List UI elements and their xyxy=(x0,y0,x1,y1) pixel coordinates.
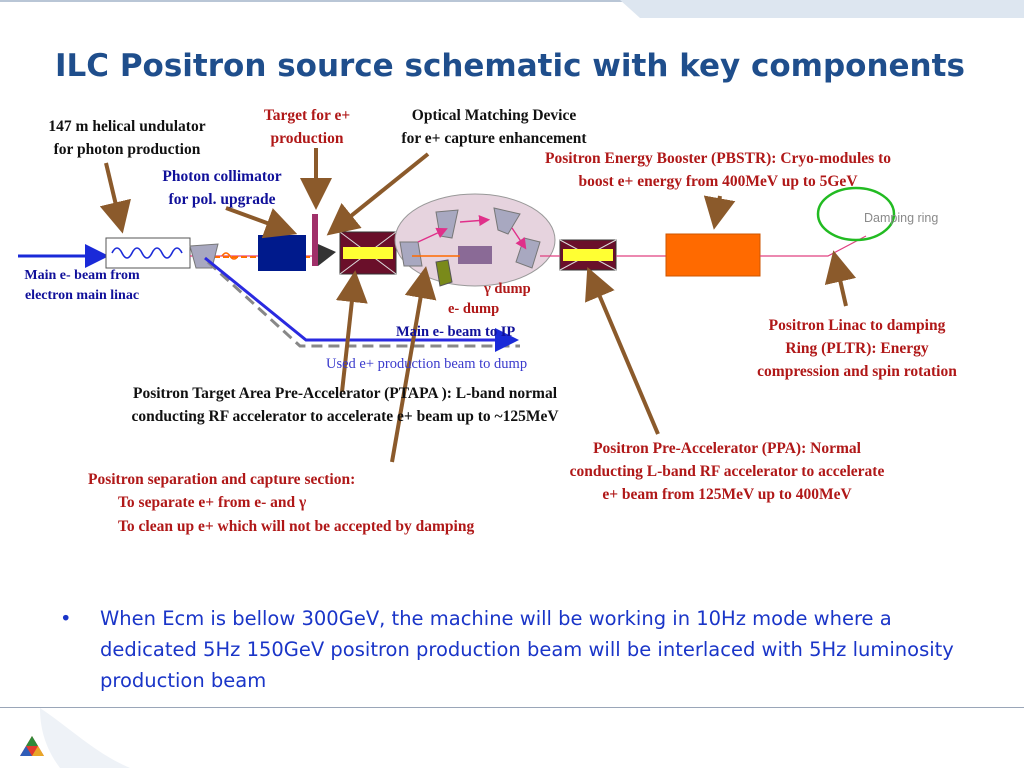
photon-collimator xyxy=(258,235,306,271)
undulator xyxy=(105,237,191,269)
label-main-beam-ip: Main e- beam to IP xyxy=(396,324,516,340)
bullet-dot-icon: • xyxy=(60,607,72,630)
label-main-beam-in: Main e- beam from electron main linac xyxy=(24,268,140,303)
main-beam-ip-line xyxy=(204,256,519,352)
label-omd: Optical Matching Device for e+ capture e… xyxy=(401,107,587,147)
target xyxy=(312,214,318,266)
label-e-dump: e- dump xyxy=(448,301,500,317)
omd-box xyxy=(339,231,397,275)
label-damping-ring: Damping ring xyxy=(864,211,939,225)
bullet-text: When Ecm is bellow 300GeV, the machine w… xyxy=(100,607,954,692)
gamma-dump-block xyxy=(458,246,492,264)
label-pbstr: Positron Energy Booster (PBSTR): Cryo-mo… xyxy=(544,150,891,190)
e-dump-block xyxy=(435,259,453,287)
ppa-box xyxy=(559,239,617,271)
footer-divider xyxy=(0,707,1024,708)
logo-icon xyxy=(20,736,44,756)
label-separation-line2: To clean up e+ which will not be accepte… xyxy=(118,518,475,535)
footer-band xyxy=(20,708,130,768)
capture-magnet-3 xyxy=(493,207,521,235)
damping-ring-circle xyxy=(816,186,896,242)
label-ppa: Positron Pre-Accelerator (PPA): Normal c… xyxy=(569,440,885,503)
target-wedge xyxy=(318,244,336,266)
label-collimator: Photon collimator for pol. upgrade xyxy=(162,168,282,208)
label-used-beam: Used e+ production beam to dump xyxy=(326,356,528,372)
label-undulator: 147 m helical undulator for photon produ… xyxy=(48,118,206,158)
label-separation-line1: To separate e+ from e- and γ xyxy=(118,494,307,511)
used-beam-line xyxy=(206,260,520,348)
label-arrows xyxy=(99,148,857,463)
capture-magnet-1 xyxy=(399,241,423,267)
label-gamma-dump: γ dump xyxy=(484,281,531,297)
top-banner xyxy=(0,0,1024,18)
label-pltr: Positron Linac to damping Ring (PLTR): E… xyxy=(757,317,957,380)
label-separation-title: Positron separation and capture section: xyxy=(88,471,356,488)
page-title: ILC Positron source schematic with key c… xyxy=(55,48,965,84)
label-ptapa: Positron Target Area Pre-Accelerator (PT… xyxy=(131,385,559,425)
label-target: Target for e+ production xyxy=(263,107,351,147)
schematic-diagram xyxy=(18,148,896,463)
pbstr-booster xyxy=(665,233,761,277)
